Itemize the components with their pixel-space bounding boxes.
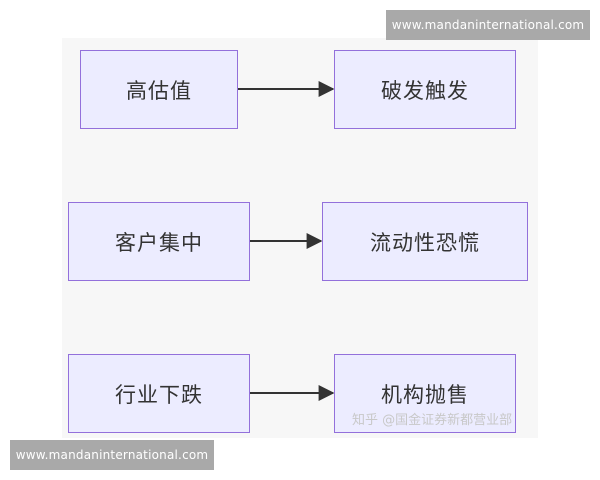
watermark-top: www.mandaninternational.com [386, 10, 590, 40]
watermark-bottom: www.mandaninternational.com [10, 440, 214, 470]
source-credit: 知乎 @国金证券新都营业部 [352, 413, 513, 428]
watermark-text: www.mandaninternational.com [15, 448, 209, 462]
node-label: 行业下跌 [115, 382, 203, 407]
watermark-text: www.mandaninternational.com [391, 18, 585, 32]
node-effect-3: 机构抛售 [334, 354, 516, 433]
node-cause-2: 客户集中 [68, 202, 250, 281]
node-label: 流动性恐慌 [370, 230, 480, 255]
node-label: 机构抛售 [381, 382, 469, 407]
node-cause-3: 行业下跌 [68, 354, 250, 433]
node-label: 破发触发 [381, 78, 469, 103]
node-effect-1: 破发触发 [334, 50, 516, 129]
node-label: 高估值 [126, 78, 192, 103]
node-cause-1: 高估值 [80, 50, 238, 129]
node-label: 客户集中 [115, 230, 203, 255]
node-effect-2: 流动性恐慌 [322, 202, 528, 281]
